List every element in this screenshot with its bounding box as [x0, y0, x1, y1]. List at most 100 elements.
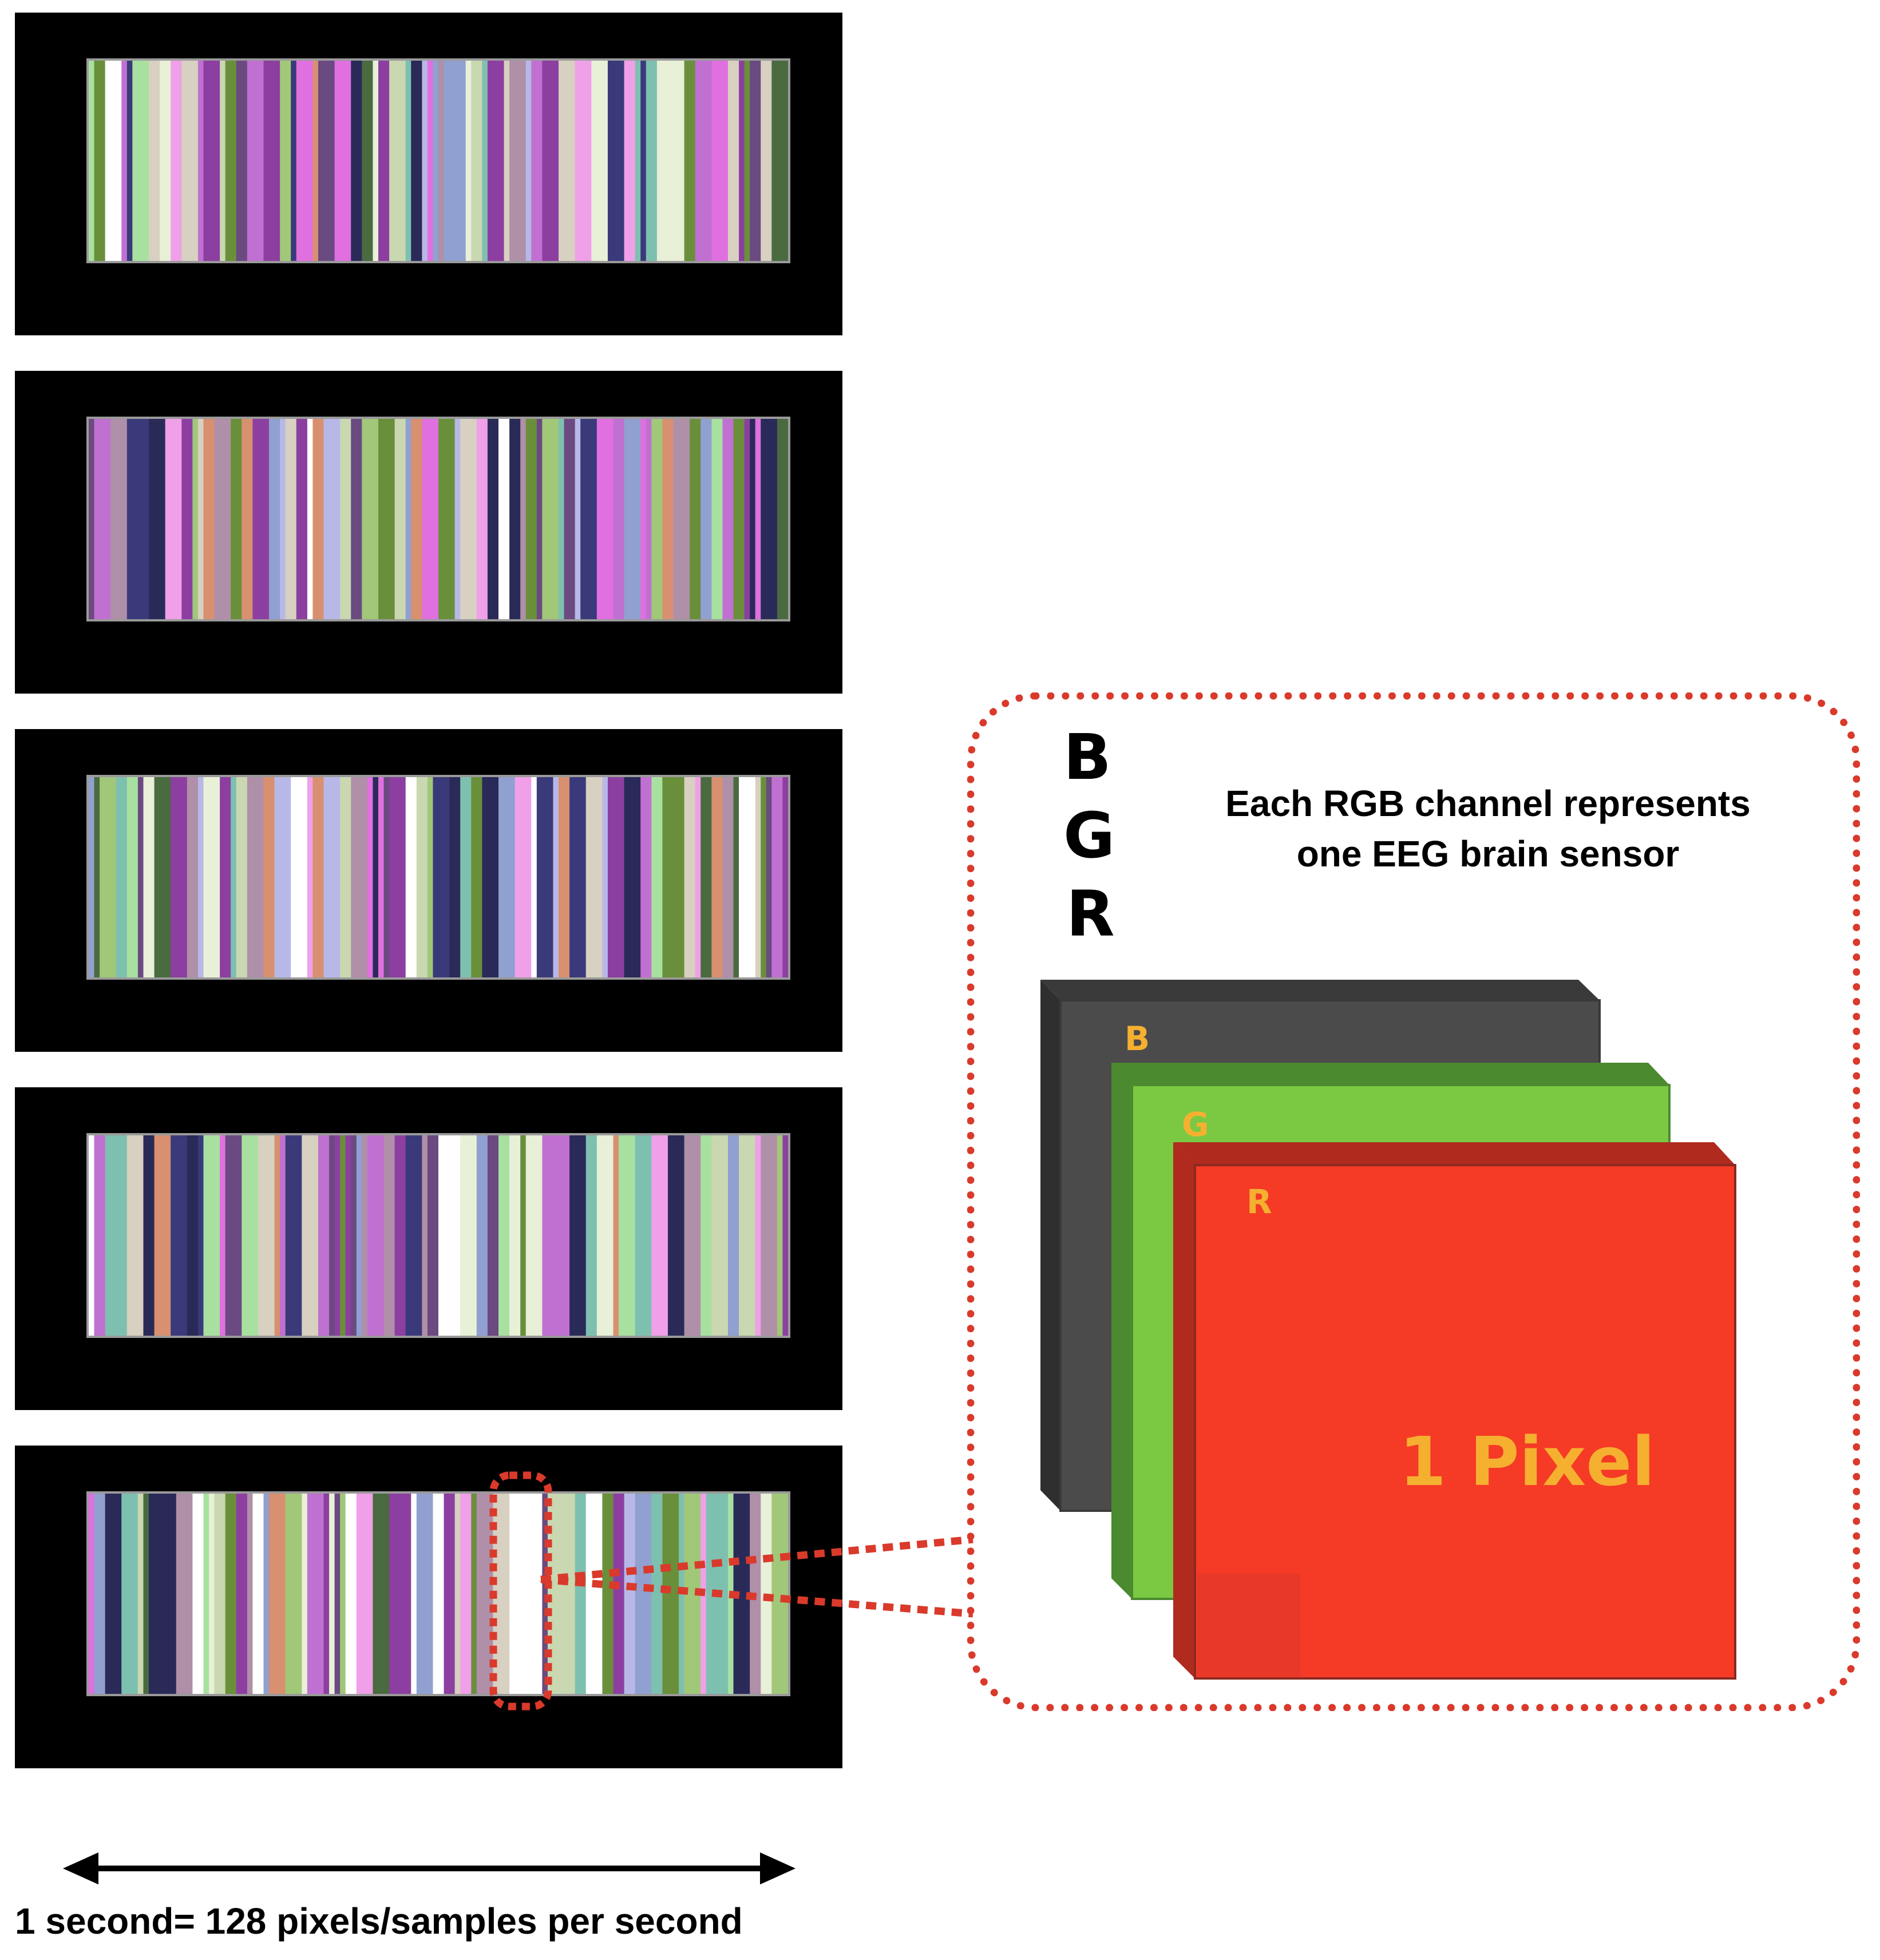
stripe: [378, 419, 395, 619]
stripe: [121, 61, 128, 261]
stripe: [493, 1494, 510, 1694]
b-layer-label: B: [1125, 1019, 1150, 1058]
strip-svg: [89, 1135, 788, 1336]
stripe: [181, 419, 193, 619]
stripe: [602, 777, 608, 977]
stripe: [225, 1494, 237, 1694]
stripe: [640, 777, 652, 977]
stripe: [154, 1135, 171, 1336]
stripe: [192, 1494, 204, 1694]
eeg-image-panel-2: [15, 371, 842, 694]
stripe: [667, 777, 685, 977]
channel-caption: Each RGB channel represents one EEG brai…: [1150, 778, 1826, 879]
stripe: [302, 1135, 319, 1336]
stripe: [585, 1135, 597, 1336]
stripe: [580, 419, 597, 619]
stripe: [383, 1135, 395, 1336]
stripe: [433, 1494, 445, 1694]
stripe: [771, 1494, 788, 1694]
stripe: [553, 1135, 559, 1336]
stripe: [640, 419, 647, 619]
stripe: [209, 1494, 215, 1694]
stripe: [116, 777, 128, 977]
stripe: [531, 777, 537, 977]
pixel-label: 1 Pixel: [1399, 1422, 1655, 1501]
stripe: [427, 61, 433, 261]
stripe: [733, 1494, 750, 1694]
stripe: [433, 61, 439, 261]
stripe: [280, 61, 291, 261]
stripe: [94, 61, 106, 261]
stripe: [203, 61, 220, 261]
stripe: [340, 1135, 346, 1336]
stripe: [149, 419, 166, 619]
stripe: [640, 61, 647, 261]
stripe: [149, 1494, 160, 1694]
stripe: [340, 1494, 346, 1694]
stripe: [356, 1494, 373, 1694]
stripe: [504, 61, 510, 261]
stripe: [761, 1135, 778, 1336]
stripe: [673, 419, 690, 619]
stripe: [269, 1494, 286, 1694]
stripe: [197, 61, 204, 261]
stripe: [460, 1494, 472, 1694]
stripe: [94, 419, 111, 619]
stripe: [684, 1494, 701, 1694]
stripe: [351, 61, 362, 261]
r-channel-layer: R 1 Pixel: [1173, 1142, 1736, 1680]
stripe: [274, 1135, 280, 1336]
stripe: [351, 419, 362, 619]
stripe: [460, 419, 477, 619]
stripe: [476, 419, 488, 619]
stripe: [203, 777, 220, 977]
stripe: [711, 1494, 729, 1694]
stripe: [373, 1494, 390, 1694]
stripe: [274, 777, 291, 977]
stripe: [438, 1135, 450, 1336]
stripe: [143, 1135, 155, 1336]
stripe: [624, 777, 641, 977]
stripe: [225, 61, 237, 261]
stripe: [89, 419, 95, 619]
stripe: [711, 61, 729, 261]
stripe: [263, 777, 275, 977]
stripe: [651, 419, 663, 619]
stripe: [471, 777, 482, 977]
stripe: [673, 1494, 679, 1694]
stripe: [624, 61, 636, 261]
stripe: [585, 1494, 603, 1694]
stripe: [542, 1135, 553, 1336]
stack-letter-r: R: [1066, 877, 1115, 951]
stripe: [509, 419, 521, 619]
stripe: [318, 61, 335, 261]
stripe: [405, 419, 411, 619]
stripe: [323, 777, 341, 977]
stripe: [613, 1494, 625, 1694]
double-arrow-icon: [63, 1852, 795, 1884]
stripe: [487, 419, 499, 619]
stripe: [110, 419, 128, 619]
stripe: [285, 419, 297, 619]
g-layer-label: G: [1182, 1105, 1209, 1144]
stripe: [263, 61, 280, 261]
stripe: [536, 777, 553, 977]
stripe: [487, 61, 505, 261]
stripe: [307, 1494, 324, 1694]
caption-line-2: one EEG brain sensor: [1296, 833, 1680, 874]
stripe: [520, 419, 527, 619]
stripe: [214, 1494, 226, 1694]
stripe: [531, 61, 543, 261]
stripe: [94, 1135, 106, 1336]
stripe: [143, 419, 149, 619]
stripe: [646, 419, 652, 619]
stripe: [89, 1494, 95, 1694]
stripe: [312, 777, 324, 977]
stripe: [247, 777, 264, 977]
stripe: [727, 61, 739, 261]
stripe: [220, 61, 226, 261]
stripe: [739, 61, 745, 261]
stripe: [498, 1135, 510, 1336]
stripe: [553, 777, 559, 977]
stripe: [329, 1135, 335, 1336]
